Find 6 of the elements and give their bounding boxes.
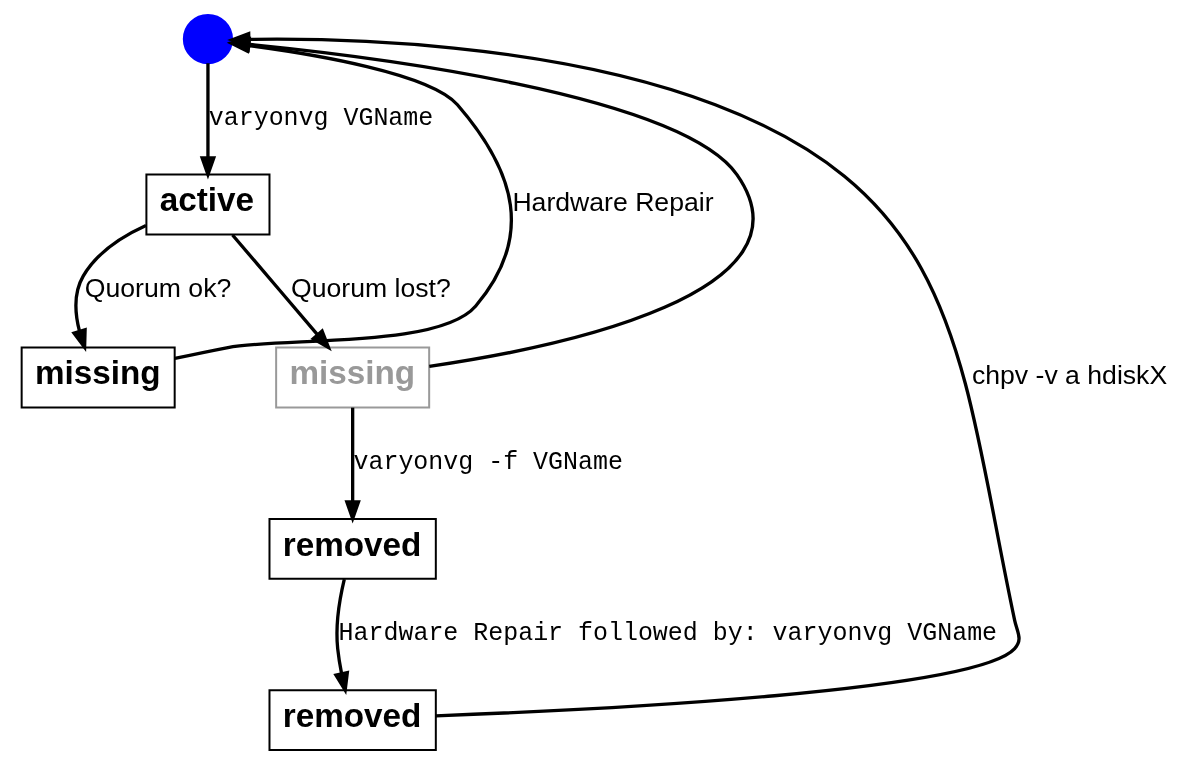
edge-label: chpv -v a hdiskX xyxy=(971,359,1168,390)
edge-label: Hardware Repair xyxy=(512,186,714,217)
edge-label: Quorum ok? xyxy=(84,273,232,304)
edge-label: varyonvg -f VGName xyxy=(353,447,623,476)
edge-label: Quorum lost? xyxy=(291,273,451,304)
edge-label: Hardware Repair followed by: varyonvg VGName xyxy=(338,619,998,648)
